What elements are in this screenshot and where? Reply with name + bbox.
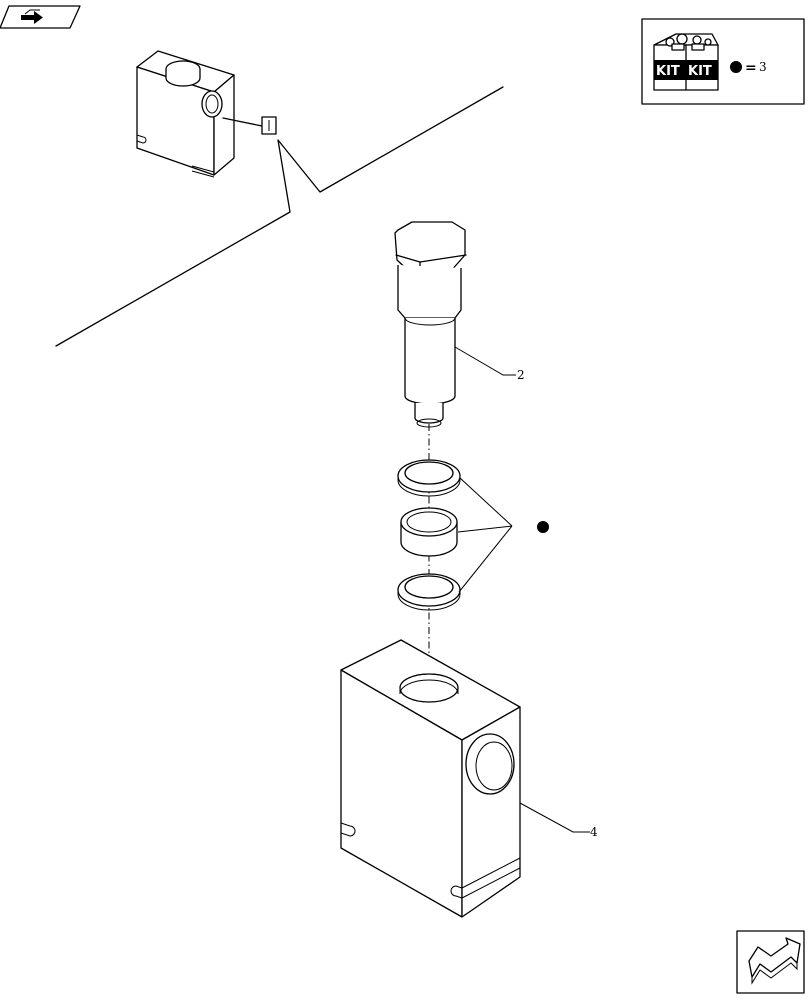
kit-bullet (537, 521, 549, 533)
valve-housing (340, 639, 521, 918)
seal-ring-lower (397, 573, 461, 611)
kit-box-icon: KIT KIT (653, 33, 719, 91)
page-back-arrow-icon[interactable] (0, 5, 81, 29)
callout-4-leader (519, 802, 590, 833)
relief-valve-cartridge (394, 221, 516, 428)
section-break-line (55, 86, 504, 347)
seal-ring-upper (397, 459, 461, 497)
kit-label-left: KIT (656, 64, 680, 79)
kit-legend: KIT KIT = 3 (641, 18, 805, 105)
kit-leader-lines (457, 477, 513, 593)
next-page-arrow-icon[interactable] (736, 930, 805, 994)
kit-equals-sign: = (745, 60, 757, 76)
callout-4: 4 (590, 825, 598, 839)
kit-quantity: 3 (759, 60, 767, 74)
callout-2: 2 (517, 368, 525, 382)
kit-label-right: KIT (688, 64, 712, 79)
overview-valve-block (136, 50, 277, 178)
backup-ring (400, 507, 458, 557)
filled-dot-icon (730, 61, 742, 73)
